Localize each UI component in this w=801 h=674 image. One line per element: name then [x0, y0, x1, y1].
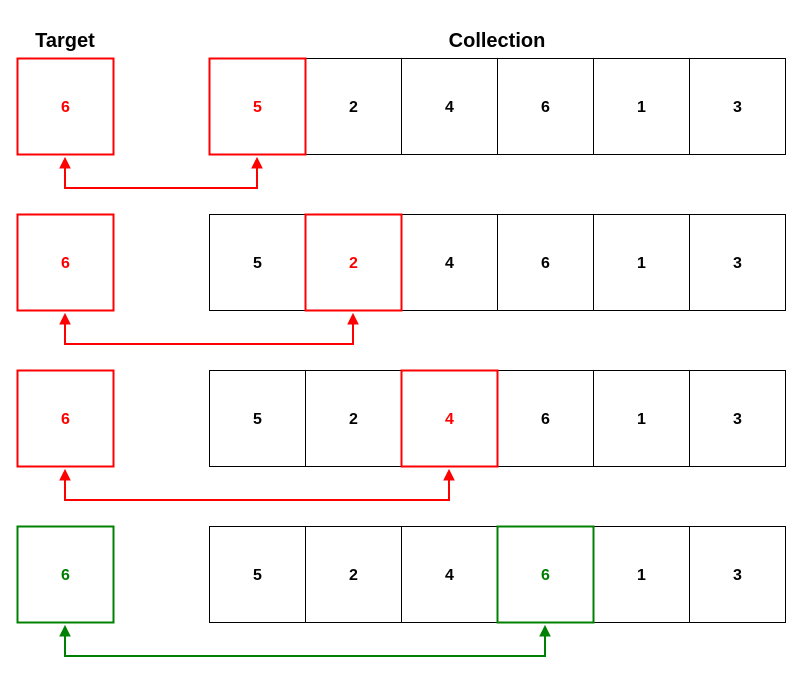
collection-cell-4-5-value: 1 — [637, 567, 646, 584]
collection-cell-2-2-box — [304, 213, 403, 312]
target-cell-4-box — [16, 525, 115, 624]
collection-cell-1-1-box — [208, 57, 307, 156]
collection-cell-3-3-box — [400, 369, 499, 468]
collection-cell-3-5-value: 1 — [637, 411, 646, 428]
arrowhead-collection-2 — [347, 312, 359, 325]
collection-cell-2-3-value: 4 — [445, 255, 454, 272]
collection-cell-2-6-box — [689, 214, 786, 311]
search-step-2: 5 4 6 1 3 2 6 — [16, 213, 786, 345]
collection-cell-4-4-box — [496, 525, 595, 624]
collection-cell-3-4-value: 6 — [541, 411, 550, 428]
collection-cell-3-6-box — [689, 370, 786, 467]
collection-cell-4-3-value: 4 — [445, 567, 454, 584]
collection-cell-1-5-value: 1 — [637, 99, 646, 116]
comparison-connector-3 — [64, 478, 450, 501]
target-cell-3-box — [16, 369, 115, 468]
target-cell-1-value: 6 — [61, 99, 70, 116]
arrowhead-target-2 — [59, 312, 71, 325]
target-header: Target — [35, 30, 95, 52]
collection-cell-2-5-value: 1 — [637, 255, 646, 272]
collection-cell-4-6-value: 3 — [733, 567, 742, 584]
collection-cell-1-2-box — [305, 58, 402, 155]
arrowhead-collection-3 — [443, 468, 455, 481]
target-cell-3-value: 6 — [61, 411, 70, 428]
collection-cell-2-6-value: 3 — [733, 255, 742, 272]
collection-cell-3-1-box — [209, 370, 306, 467]
collection-cell-1-5-box — [593, 58, 690, 155]
arrowhead-target-4 — [59, 624, 71, 637]
arrowhead-collection-4 — [539, 624, 551, 637]
target-cell-4-value: 6 — [61, 567, 70, 584]
collection-cell-4-1-box — [209, 526, 306, 623]
search-steps: 2 4 6 1 3 5 6 5 4 6 1 3 2 6 5 2 6 1 3 4 6 5 2 4 1 3 6 6 — [16, 57, 786, 657]
collection-cell-1-3-value: 4 — [445, 99, 454, 116]
collection-cell-1-4-box — [497, 58, 594, 155]
target-cell-2-value: 6 — [61, 255, 70, 272]
search-step-3: 5 2 6 1 3 4 6 — [16, 369, 786, 501]
collection-cell-4-4-value: 6 — [541, 567, 550, 584]
collection-cell-1-3-box — [401, 58, 498, 155]
collection-cell-2-4-box — [497, 214, 594, 311]
collection-cell-4-2-value: 2 — [349, 567, 358, 584]
collection-cell-3-3-value: 4 — [445, 411, 454, 428]
collection-cell-3-2-value: 2 — [349, 411, 358, 428]
arrowhead-target-1 — [59, 156, 71, 169]
collection-cell-2-2-value: 2 — [349, 255, 358, 272]
collection-cell-4-1-value: 5 — [253, 567, 262, 584]
collection-cell-1-6-box — [689, 58, 786, 155]
collection-cell-1-2-value: 2 — [349, 99, 358, 116]
comparison-connector-2 — [64, 322, 354, 345]
comparison-connector-4 — [64, 634, 546, 657]
collection-cell-3-5-box — [593, 370, 690, 467]
collection-cell-3-1-value: 5 — [253, 411, 262, 428]
collection-cell-2-4-value: 6 — [541, 255, 550, 272]
collection-cell-4-5-box — [593, 526, 690, 623]
search-step-4: 5 2 4 1 3 6 6 — [16, 525, 786, 657]
search-step-1: 2 4 6 1 3 5 6 — [16, 57, 786, 189]
collection-cell-2-1-value: 5 — [253, 255, 262, 272]
target-cell-2-box — [16, 213, 115, 312]
comparison-connector-1 — [64, 166, 258, 189]
collection-cell-4-2-box — [305, 526, 402, 623]
collection-cell-3-4-box — [497, 370, 594, 467]
target-cell-1-box — [16, 57, 115, 156]
collection-cell-4-6-box — [689, 526, 786, 623]
collection-cell-3-2-box — [305, 370, 402, 467]
arrowhead-target-3 — [59, 468, 71, 481]
collection-cell-2-1-box — [209, 214, 306, 311]
collection-header: Collection — [449, 30, 546, 52]
collection-cell-1-4-value: 6 — [541, 99, 550, 116]
collection-cell-1-1-value: 5 — [253, 99, 262, 116]
collection-cell-3-6-value: 3 — [733, 411, 742, 428]
collection-cell-1-6-value: 3 — [733, 99, 742, 116]
arrowhead-collection-1 — [251, 156, 263, 169]
